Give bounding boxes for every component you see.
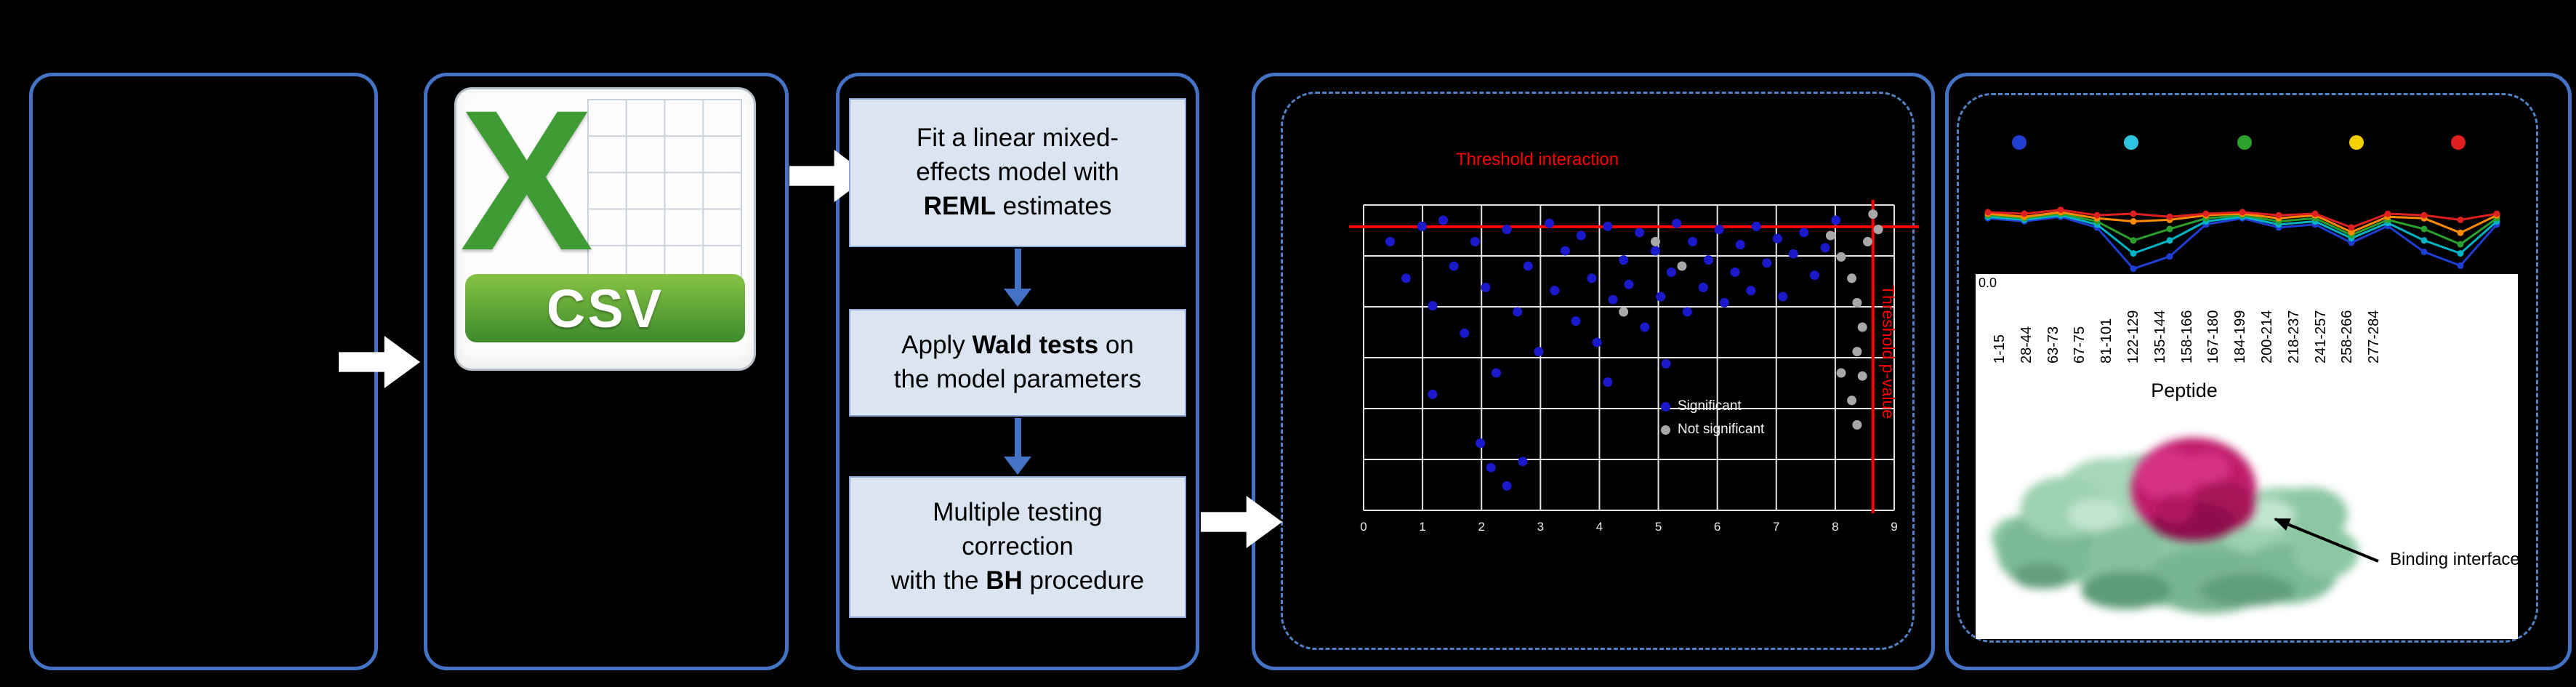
arrow-down-icon <box>1004 418 1031 475</box>
step-text-bold: Wald tests <box>972 331 1099 360</box>
binding-interface-arrow <box>2274 518 2379 563</box>
structure-dashed-frame <box>1957 93 2538 643</box>
panel-structure <box>1945 73 2572 670</box>
csv-ribbon-label: CSV <box>464 274 746 342</box>
peptide-axis-label: Peptide <box>2151 379 2218 401</box>
scatter-plot: 0 1 2 3 4 5 6 7 8 9 <box>1349 200 1919 534</box>
svg-text:7: 7 <box>1773 520 1779 534</box>
results-dashed-frame <box>1281 92 1915 650</box>
svg-text:9: 9 <box>1891 520 1897 534</box>
step-box-reml: Fit a linear mixed- effects model with R… <box>849 98 1186 247</box>
y-axis-zero-label: 0.0 <box>1979 276 1997 290</box>
svg-text:3: 3 <box>1537 520 1544 534</box>
svg-text:2: 2 <box>1478 520 1484 534</box>
csv-file-icon: X CSV <box>454 68 756 371</box>
arrow-down-icon <box>1004 249 1031 307</box>
step-text: Multiple testing correction with the <box>890 498 1103 595</box>
spreadsheet-grid-icon <box>587 98 743 284</box>
scatter-legend-item: Significant <box>1661 398 1764 414</box>
panel-results <box>1252 73 1935 670</box>
step-text-bold: BH <box>986 566 1023 595</box>
step-text-bold: REML <box>923 191 996 220</box>
panel-statistics <box>836 73 1199 670</box>
svg-text:6: 6 <box>1714 520 1720 534</box>
step-box-reml-text: Fit a linear mixed- effects model with R… <box>850 117 1185 228</box>
step-box-bh: Multiple testing correction with the BH … <box>849 476 1186 618</box>
binding-interface-region <box>2131 438 2256 541</box>
svg-text:0: 0 <box>1360 520 1367 534</box>
step-text: Apply <box>901 331 973 360</box>
svg-text:4: 4 <box>1596 520 1603 534</box>
threshold-interaction-label: Threshold interaction <box>1455 150 1619 169</box>
protein-structure-image <box>1992 438 2379 614</box>
svg-text:1: 1 <box>1419 520 1425 534</box>
step-text: on the model parameters <box>893 331 1142 393</box>
peptide-line-chart <box>1984 135 2500 273</box>
step-text: estimates <box>995 191 1112 220</box>
excel-x-logo-icon: X <box>459 68 594 292</box>
scatter-legend-item: Not significant <box>1661 422 1764 438</box>
svg-text:5: 5 <box>1655 520 1662 534</box>
step-box-wald-text: Apply Wald tests on the model parameters <box>850 324 1185 401</box>
step-box-wald: Apply Wald tests on the model parameters <box>849 309 1186 417</box>
step-text: procedure <box>1022 566 1145 595</box>
binding-interface-annotation: Binding interface <box>2390 550 2520 569</box>
step-text: Fit a linear mixed- effects model with <box>916 124 1119 187</box>
svg-text:8: 8 <box>1832 520 1838 534</box>
threshold-pvalue-label: Threshold p-value <box>1879 285 1898 419</box>
panel-input <box>29 73 378 670</box>
panel-csv <box>424 73 789 670</box>
step-box-bh-text: Multiple testing correction with the BH … <box>850 491 1185 603</box>
